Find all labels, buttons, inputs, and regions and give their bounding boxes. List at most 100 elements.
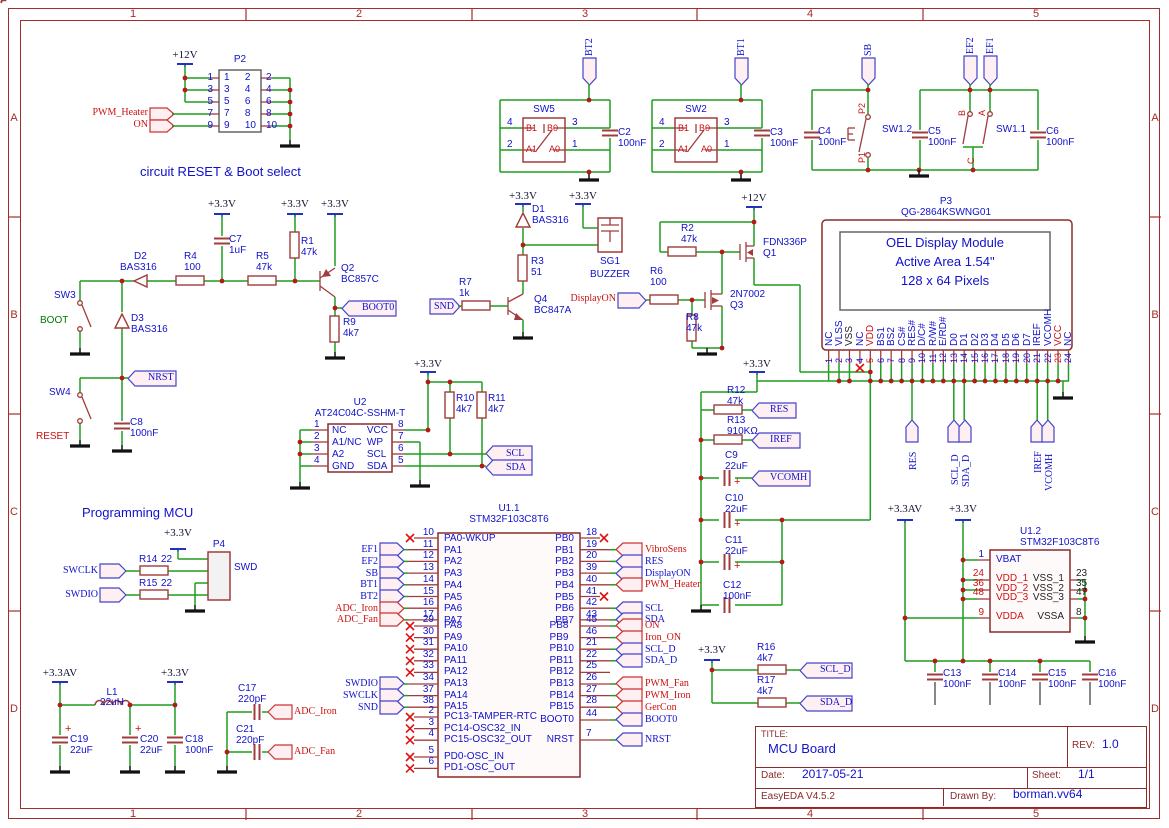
display-active-area[interactable]: [839, 231, 1051, 311]
net-flag-swdio[interactable]: [99, 587, 127, 603]
net-flag-displayon[interactable]: [617, 292, 647, 309]
junction-dot: [172, 702, 178, 708]
junction-dot: [865, 87, 871, 93]
net-flag-scl-d[interactable]: [799, 662, 853, 679]
resistor-R13[interactable]: [713, 434, 743, 445]
resistor-R2[interactable]: [667, 246, 697, 257]
net-flag-bt2[interactable]: [582, 57, 597, 86]
resistor-R14[interactable]: [139, 565, 169, 576]
mosfet-Q1[interactable]: [747, 249, 753, 256]
transistor-Q4[interactable]: [514, 313, 523, 320]
diode-D1[interactable]: [514, 211, 532, 228]
net-flag-adc-fan[interactable]: [379, 612, 405, 627]
net-flag-ef1[interactable]: [983, 55, 998, 86]
junction-dot: [930, 378, 936, 384]
junction-dot: [779, 559, 785, 565]
resistor-R4[interactable]: [175, 275, 205, 286]
inductor-L1[interactable]: [94, 699, 131, 706]
net-flag-res[interactable]: [905, 419, 919, 443]
junction-dot: [447, 379, 453, 385]
junction-dot: [987, 658, 993, 664]
resistor-R8[interactable]: [686, 314, 697, 342]
net-flag-snd[interactable]: [379, 700, 405, 715]
net-flag-boot0[interactable]: [615, 712, 643, 727]
resistor-R16[interactable]: [757, 664, 787, 675]
junction-dot: [1045, 378, 1051, 384]
junction-dot: [970, 167, 976, 173]
resistor-R10[interactable]: [444, 391, 455, 419]
net-flag-adc-fan[interactable]: [267, 744, 293, 760]
net-flag-bt2[interactable]: [379, 589, 405, 604]
net-flag-sb[interactable]: [861, 57, 876, 86]
ground-symbol: [185, 605, 205, 613]
junction-dot: [182, 75, 188, 81]
net-flag-snd[interactable]: [429, 298, 461, 315]
net-flag-vcomh[interactable]: [751, 470, 811, 487]
resistor-R6[interactable]: [649, 294, 679, 305]
resistor-R1[interactable]: [289, 231, 300, 259]
junction-dot: [520, 242, 526, 248]
junction-dot: [867, 369, 873, 375]
sheet-border-inner: [20, 20, 1150, 809]
net-flag-vcomh[interactable]: [1041, 419, 1055, 443]
ground-symbol: [1053, 392, 1073, 400]
resistor-R7[interactable]: [461, 300, 491, 311]
resistor-R17[interactable]: [757, 697, 787, 708]
net-flag-bt1[interactable]: [379, 577, 405, 592]
resistor-R15[interactable]: [139, 589, 169, 600]
frame-col-bottom-2: 2: [355, 808, 363, 820]
resistor-R12[interactable]: [713, 404, 743, 415]
junction-dot: [967, 87, 973, 93]
net-flag-swclk[interactable]: [379, 688, 405, 703]
net-flag-sda[interactable]: [485, 459, 533, 476]
net-flag-ef2[interactable]: [379, 554, 405, 569]
net-flag-nrst[interactable]: [615, 732, 643, 747]
net-flag-pwm-heater[interactable]: [615, 577, 643, 592]
junction-dot: [960, 658, 966, 664]
junction-dot: [719, 249, 725, 255]
net-flag-swdio[interactable]: [379, 676, 405, 691]
diode-D2[interactable]: [132, 273, 148, 289]
junction-dot: [888, 378, 894, 384]
net-flag-adc-iron[interactable]: [267, 704, 293, 720]
frame-row-right-B: B: [1151, 309, 1159, 321]
net-flag-swclk[interactable]: [99, 563, 127, 579]
junction-dot: [1082, 587, 1088, 593]
transistor-Q2[interactable]: [322, 269, 331, 277]
junction-dot: [847, 378, 852, 384]
mosfet-Q3[interactable]: [712, 297, 719, 304]
ground-symbol: [579, 174, 599, 182]
net-flag-on[interactable]: [149, 119, 175, 133]
net-flag-sda-d[interactable]: [958, 419, 972, 443]
junction-dot: [1024, 378, 1030, 384]
resistor-R5[interactable]: [247, 275, 277, 286]
connector-P4[interactable]: [207, 551, 231, 601]
ic-U2[interactable]: [327, 423, 393, 473]
net-flag-bt1[interactable]: [734, 57, 749, 86]
net-flag-pwm-heater[interactable]: [149, 107, 175, 121]
net-flag-ef2[interactable]: [963, 55, 978, 86]
net-flag-boot0[interactable]: [341, 300, 397, 317]
net-flag-sda-d[interactable]: [799, 695, 853, 712]
net-flag-nrst[interactable]: [127, 370, 177, 387]
ic-U1-2[interactable]: [989, 549, 1071, 633]
net-flag-iref[interactable]: [751, 432, 801, 449]
resistor-R9[interactable]: [329, 315, 340, 343]
junction-dot: [902, 615, 908, 621]
net-flag-sda-d[interactable]: [615, 653, 643, 668]
net-flag-ef1[interactable]: [379, 542, 405, 557]
ground-symbol: [112, 445, 132, 453]
junction-dot: [698, 475, 704, 481]
resistor-R3[interactable]: [517, 254, 528, 282]
frame-row-right-A: A: [1151, 112, 1159, 124]
junction-dot: [909, 378, 915, 384]
junction-dot: [698, 559, 704, 565]
frame-row-right-D: D: [1151, 703, 1159, 715]
diode-D3[interactable]: [113, 312, 131, 329]
resistor-R11[interactable]: [476, 391, 487, 419]
net-flag-res[interactable]: [751, 402, 797, 419]
ic-U1-1[interactable]: [437, 532, 581, 778]
connector-P2[interactable]: [218, 69, 262, 133]
